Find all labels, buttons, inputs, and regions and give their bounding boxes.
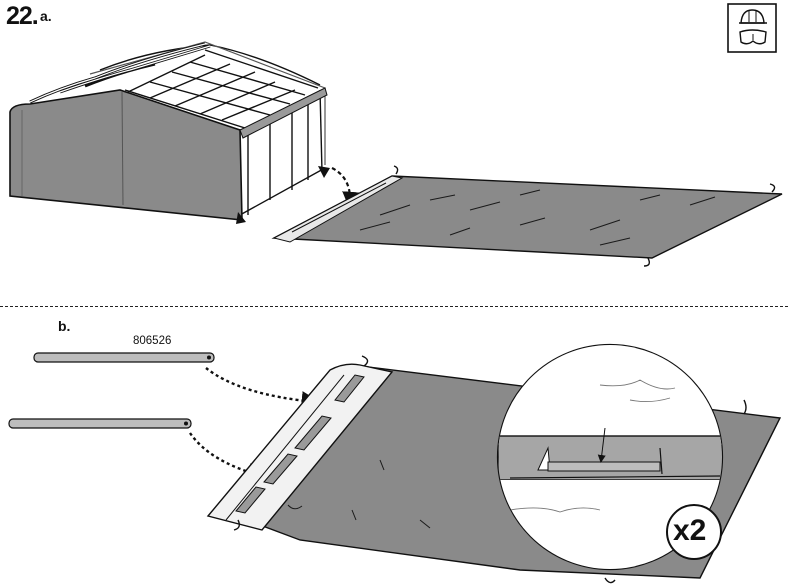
helmet-goggles-icon xyxy=(727,3,777,53)
rod-part-number: 806526 xyxy=(133,335,172,347)
step-number: 22. xyxy=(6,2,39,30)
substep-a-label: a. xyxy=(40,8,52,24)
quantity-label: x2 xyxy=(673,514,707,547)
rod-806526-lower xyxy=(8,418,192,429)
insert-arrow-a xyxy=(331,167,360,210)
section-divider xyxy=(0,306,788,307)
tent-frame-illustration xyxy=(9,41,330,224)
cover-panel-a xyxy=(271,165,783,267)
insert-arrow-upper xyxy=(205,367,321,411)
insert-arrow-lower xyxy=(189,432,267,482)
quantity-badge xyxy=(666,504,722,560)
rod-806526-upper xyxy=(33,352,215,363)
substep-b-label: b. xyxy=(58,318,71,334)
